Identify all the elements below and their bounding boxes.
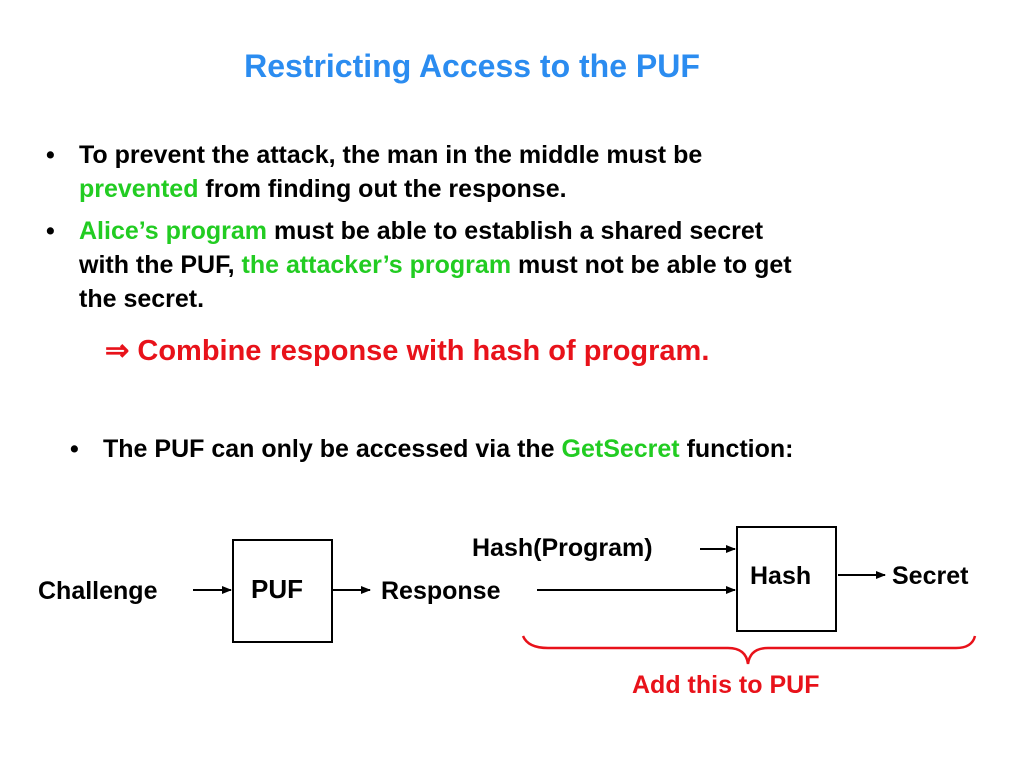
challenge-label: Challenge bbox=[38, 577, 158, 605]
brace bbox=[521, 635, 977, 665]
bullet-3: • The PUF can only be accessed via the G… bbox=[70, 432, 1010, 468]
bullet-3-post: function: bbox=[679, 435, 794, 463]
slide-title: Restricting Access to the PUF bbox=[244, 48, 700, 84]
bullet-2-line-1: Alice’s program must be able to establis… bbox=[79, 214, 763, 248]
bullet-1-emphasis: prevented bbox=[79, 175, 199, 203]
bullet-1-line-2: prevented from finding out the response. bbox=[79, 172, 567, 206]
bullet-1-line-2-rest: from finding out the response. bbox=[198, 175, 567, 203]
bullet-1: • To prevent the attack, the man in the … bbox=[46, 138, 986, 208]
implication-text: Combine response with hash of program. bbox=[137, 335, 710, 367]
bullet-2-line-2: with the PUF, the attacker’s program mus… bbox=[79, 248, 792, 282]
bullet-2-line-1-rest: must be able to establish a shared secre… bbox=[267, 217, 764, 245]
hash-program-label: Hash(Program) bbox=[472, 534, 653, 562]
implies-symbol: ⇒ bbox=[105, 335, 130, 367]
hash-label: Hash bbox=[750, 562, 812, 590]
bullet-2: • Alice’s program must be able to establ… bbox=[46, 214, 1016, 318]
bullet-2-line-3: the secret. bbox=[79, 285, 205, 313]
puf-label: PUF bbox=[251, 574, 303, 604]
hash-box bbox=[736, 526, 837, 632]
puf-box bbox=[232, 539, 333, 643]
bullet-marker: • bbox=[70, 435, 79, 463]
bullet-2-emphasis-2: the attacker’s program bbox=[241, 251, 512, 279]
response-label: Response bbox=[381, 577, 501, 605]
bullet-2-line-2-rest: must not be able to get bbox=[511, 251, 792, 279]
bullet-marker: • bbox=[46, 141, 55, 169]
add-to-puf-label: Add this to PUF bbox=[632, 671, 820, 699]
bullet-marker: • bbox=[46, 217, 55, 245]
implication: ⇒ Combine response with hash of program. bbox=[105, 333, 709, 368]
bullet-3-pre: The PUF can only be accessed via the bbox=[103, 435, 562, 463]
bullet-3-text: The PUF can only be accessed via the Get… bbox=[103, 432, 794, 466]
bullet-2-line-2-pre: with the PUF, bbox=[79, 251, 242, 279]
bullet-2-emphasis-1: Alice’s program bbox=[79, 217, 268, 245]
bullet-1-line-1: To prevent the attack, the man in the mi… bbox=[79, 141, 703, 169]
secret-label: Secret bbox=[892, 562, 969, 590]
getsecret-label: GetSecret bbox=[561, 435, 680, 463]
